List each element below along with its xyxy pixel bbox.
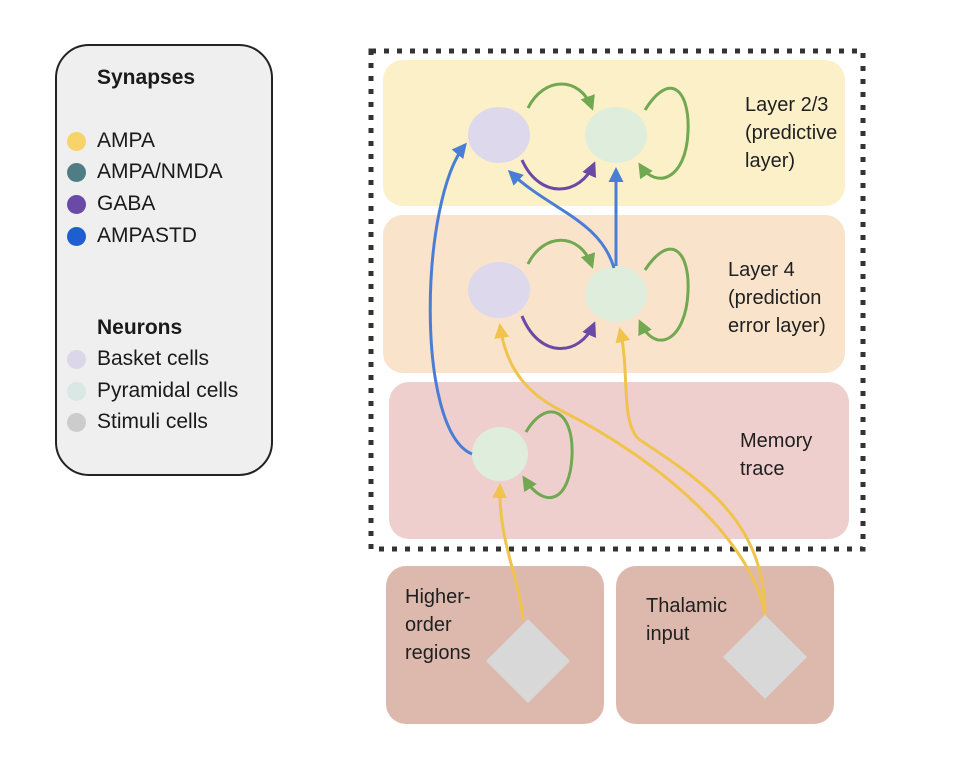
l23-basket-cell: [468, 107, 530, 163]
legend-label: Pyramidal cells: [97, 379, 239, 402]
basket-swatch: [67, 349, 86, 369]
l23-pyr-recurrent-synapse: [638, 86, 690, 180]
higher-order-to-memory: [492, 483, 525, 621]
layer23-label: Layer 2/3 (predictive layer): [745, 91, 837, 175]
legend-label: Stimuli cells: [97, 410, 208, 433]
higher-order-stimulus-cell: [486, 619, 570, 703]
legend-item-ampastd: AMPASTD: [67, 223, 197, 249]
l4-pyramidal-cell: [585, 266, 647, 322]
thalamic-stimulus-cell: [723, 615, 807, 699]
legend-label: Basket cells: [97, 347, 210, 370]
higher-order-panel: [386, 566, 604, 724]
layer4-label: Layer 4 (prediction error layer): [728, 256, 826, 340]
legend-item-ampa: AMPA: [67, 128, 155, 154]
memory-panel: [389, 382, 849, 539]
memory-recurrent-synapse: [522, 410, 574, 500]
stimuli-swatch: [67, 412, 86, 432]
label-line: trace: [740, 458, 785, 480]
ampa-swatch: [67, 131, 86, 151]
label-line: order: [405, 614, 452, 636]
legend-label: GABA: [97, 192, 156, 215]
l4-pyr-to-l23-basket: [507, 169, 616, 269]
legend-item-gaba: GABA: [67, 191, 155, 217]
l23-pyr-to-basket-synapse: [526, 82, 595, 111]
neurons-heading: Neurons: [97, 316, 183, 339]
label-line: layer): [745, 150, 796, 172]
l23-basket-to-pyr-gaba: [520, 159, 597, 191]
memory-pyramidal-cell: [472, 427, 528, 481]
legend-item-basket: Basket cells: [67, 346, 209, 372]
legend-item-stimuli: Stimuli cells: [67, 409, 208, 435]
higher-order-label: Higher- order regions: [405, 583, 471, 667]
l4-basket-cell: [468, 262, 530, 318]
label-line: (predictive: [745, 122, 838, 144]
thalamic-to-l4-pyr: [615, 327, 767, 616]
label-line: Layer 2/3: [745, 94, 829, 116]
legend-label: AMPA/NMDA: [97, 160, 223, 183]
cortex-boundary: [368, 48, 866, 552]
legend-box: Synapses AMPA AMPA/NMDA GABA AMPASTD Neu…: [55, 44, 273, 476]
label-line: Layer 4: [728, 259, 795, 281]
thalamic-panel: [616, 566, 834, 724]
label-line: input: [646, 623, 690, 645]
label-line: Higher-: [405, 586, 471, 608]
ampa-nmda-swatch: [67, 162, 86, 182]
l23-pyramidal-cell: [585, 107, 647, 163]
legend-label: AMPA: [97, 129, 155, 152]
legend-label: AMPASTD: [97, 224, 197, 247]
thalamic-to-l4-basket: [494, 323, 767, 616]
label-line: Memory: [740, 430, 813, 452]
label-line: error layer): [728, 315, 826, 337]
legend-item-pyramidal: Pyramidal cells: [67, 378, 238, 404]
l4-pyr-to-basket-synapse: [526, 238, 596, 269]
pyramidal-swatch: [67, 381, 86, 401]
thalamic-label: Thalamic input: [646, 592, 727, 648]
l4-pyr-recurrent-synapse: [638, 247, 690, 342]
synapses-heading: Synapses: [97, 66, 196, 89]
legend-item-ampa-nmda: AMPA/NMDA: [67, 159, 223, 185]
label-line: regions: [405, 642, 471, 664]
memory-label: Memory trace: [740, 427, 812, 483]
l4-basket-to-pyr-gaba: [520, 315, 597, 350]
label-line: (prediction: [728, 287, 822, 309]
gaba-swatch: [67, 194, 86, 214]
ampastd-swatch: [67, 226, 86, 246]
label-line: Thalamic: [646, 595, 728, 617]
memory-to-l23-basket: [428, 142, 473, 456]
